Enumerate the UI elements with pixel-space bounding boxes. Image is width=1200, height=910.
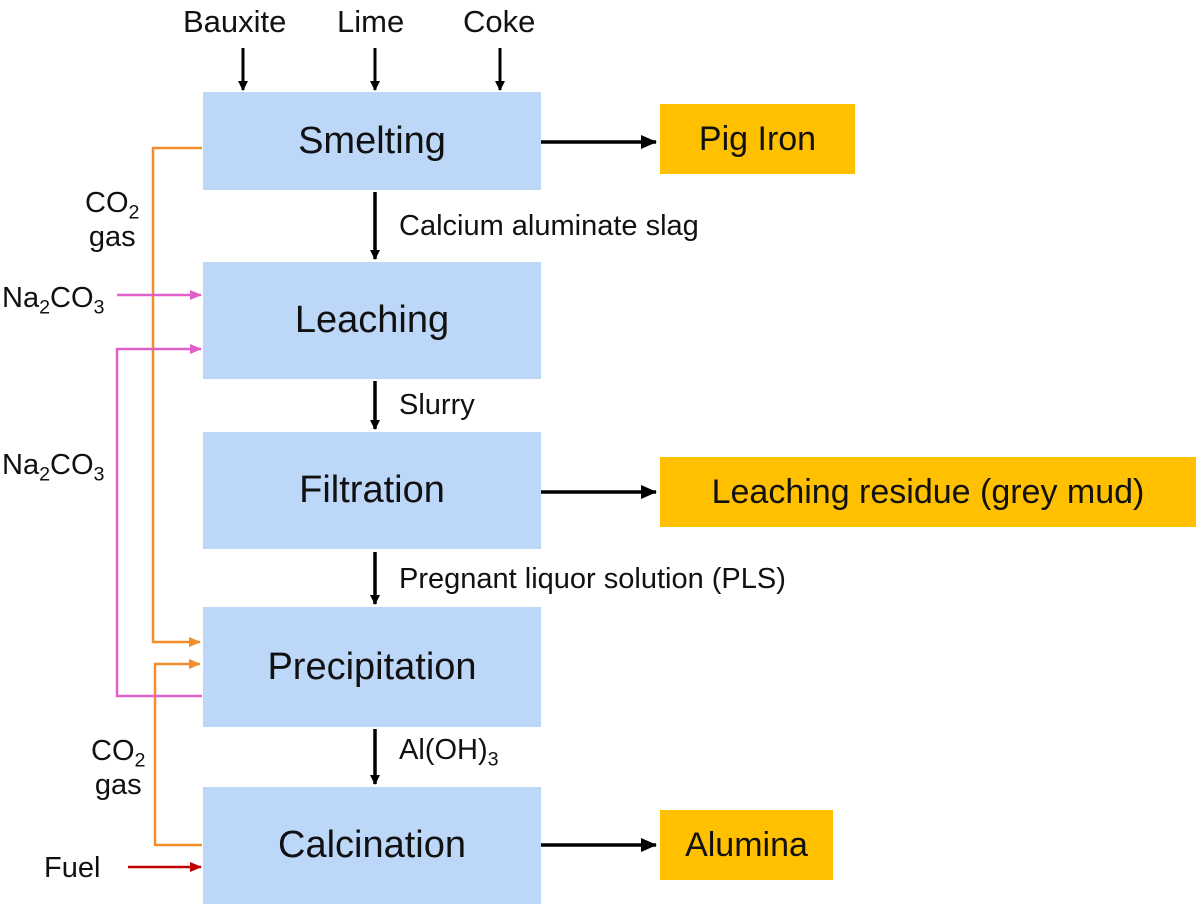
slag-label: Calcium aluminate slag	[399, 210, 699, 242]
smelting-box: Smelting	[203, 92, 541, 190]
calcination-box: Calcination	[203, 787, 541, 904]
soda-recycle-line	[115, 344, 202, 698]
co2-line-smelting	[151, 146, 202, 647]
leaching-box: Leaching	[203, 262, 541, 379]
lime-label: Lime	[337, 4, 405, 39]
coke-label: Coke	[463, 4, 536, 39]
alumina-box: Alumina	[660, 810, 833, 880]
slurry-label: Slurry	[399, 389, 475, 421]
co2-gas-label-bottom: CO2 gas	[91, 735, 146, 802]
precipitation-box: Precipitation	[203, 607, 541, 727]
soda-label-recycle: Na2CO3	[2, 449, 105, 486]
soda-label-feed: Na2CO3	[2, 282, 105, 319]
pig-iron-box: Pig Iron	[660, 104, 855, 174]
bauxite-label: Bauxite	[183, 4, 287, 39]
filtration-box: Filtration	[203, 432, 541, 549]
fuel-label: Fuel	[44, 852, 101, 884]
residue-box: Leaching residue (grey mud)	[660, 457, 1196, 527]
pls-label: Pregnant liquor solution (PLS)	[399, 563, 786, 595]
co2-line-calcination	[153, 659, 202, 847]
hydroxide-label: Al(OH)3	[399, 734, 499, 771]
co2-gas-label-top: CO2 gas	[85, 187, 140, 254]
